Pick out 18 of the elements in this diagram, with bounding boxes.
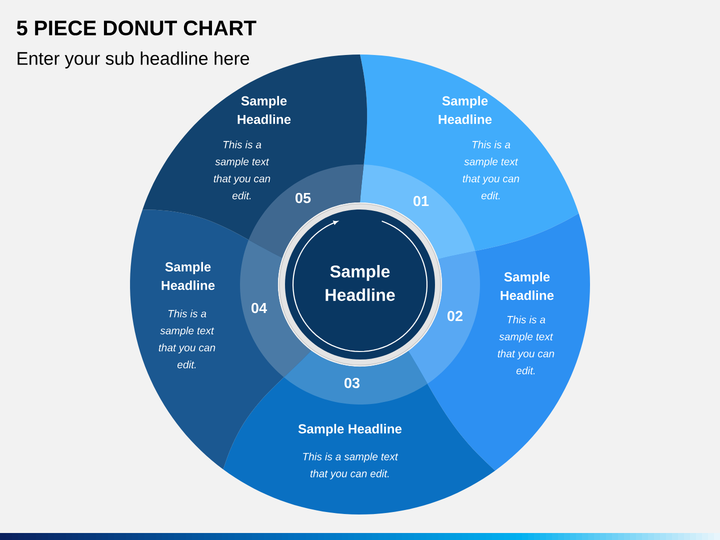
headline: Sample Headline — [500, 272, 554, 300]
title: 5 PIECE DONUT CHART — [16, 20, 256, 36]
step-number: 01 — [414, 196, 429, 206]
headline: Sample Headline — [326, 265, 395, 301]
body-text: This is a sample text that you can edit. — [462, 140, 520, 200]
step-number: 04 — [252, 302, 267, 314]
step-number: 05 — [296, 192, 311, 204]
step-number: 03 — [344, 378, 360, 388]
subtitle: Enter your sub headline here — [18, 52, 250, 68]
headline: Sample Headline — [238, 96, 291, 124]
headline: Sample Headline — [298, 424, 402, 436]
body-text: This is a sample text that you can edit. — [498, 316, 554, 374]
headline: Sample Headline — [438, 96, 492, 124]
body-text: This is a sample text that you can edit. — [214, 140, 270, 200]
body-text: This is a sample text that you can edit. — [158, 310, 216, 368]
headline: Sample Headline — [162, 262, 215, 290]
step-number: 02 — [448, 310, 462, 322]
body-text: This is a sample text that you can edit. — [303, 452, 398, 480]
